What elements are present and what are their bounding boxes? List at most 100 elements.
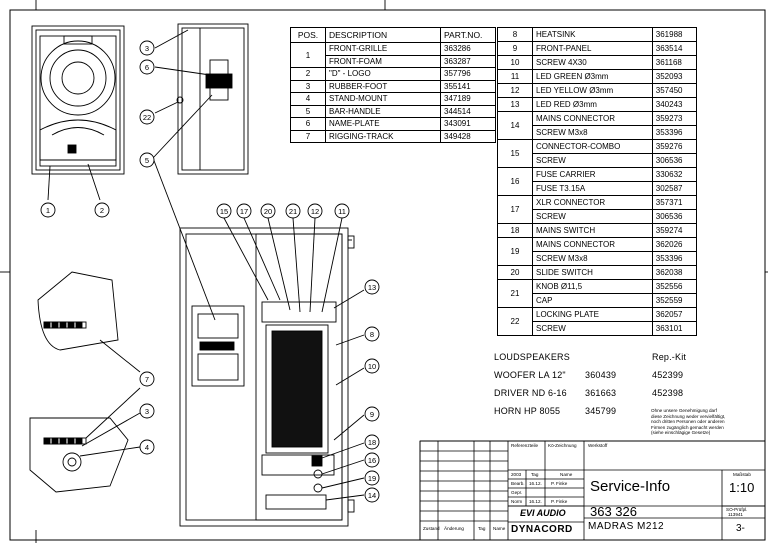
part-number: 340243	[651, 97, 698, 112]
signature-role: Norm	[511, 499, 523, 504]
part-number: 363286	[440, 42, 496, 56]
revision-footer-label: Änderung	[444, 526, 464, 531]
part-number: 349428	[440, 129, 496, 143]
callout-2: 2	[100, 206, 104, 215]
revision-footer-label: Tag	[478, 526, 486, 531]
part-description: MAINS SWITCH	[532, 223, 653, 238]
part-description: CAP	[532, 293, 653, 308]
part-number: 362057	[651, 307, 698, 322]
callout-21: 21	[289, 207, 297, 216]
sheet-number: 3-	[736, 523, 745, 534]
part-description: FUSE T3.15A	[532, 181, 653, 196]
part-number: 353396	[651, 125, 698, 140]
callout-15: 15	[220, 207, 228, 216]
callout-7: 7	[145, 375, 149, 384]
part-number: 357796	[440, 67, 496, 81]
revision-footer-label: Zustand	[423, 526, 440, 531]
loudspeaker-part-number: 345799	[585, 406, 617, 416]
part-description: KNOB Ø11,5	[532, 279, 653, 294]
part-number: 330632	[651, 167, 698, 182]
part-pos: 19	[497, 237, 533, 266]
part-pos: 1	[290, 42, 326, 68]
part-description: BAR-HANDLE	[325, 104, 441, 118]
part-number: 357371	[651, 195, 698, 210]
part-number: 302587	[651, 181, 698, 196]
part-pos: 16	[497, 167, 533, 196]
part-number: 355141	[440, 79, 496, 93]
part-pos: 15	[497, 139, 533, 168]
part-description: SCREW	[532, 321, 653, 336]
callout-18: 18	[368, 438, 376, 447]
callout-9: 9	[370, 410, 374, 419]
part-description: MAINS CONNECTOR	[532, 237, 653, 252]
callout-10: 10	[368, 362, 376, 371]
scale-value: 1:10	[729, 480, 755, 495]
callout-20: 20	[264, 207, 272, 216]
part-pos: 10	[497, 55, 533, 70]
part-description: "D" - LOGO	[325, 67, 441, 81]
part-number: 363101	[651, 321, 698, 336]
part-pos: 12	[497, 83, 533, 98]
part-number: 357450	[651, 83, 698, 98]
part-number: 352559	[651, 293, 698, 308]
part-description: LED RED Ø3mm	[532, 97, 653, 112]
document-title: Service-Info	[590, 478, 671, 495]
part-description: NAME-PLATE	[325, 117, 441, 131]
copyright-note-line: noch dritten Personen oder anderen	[651, 419, 725, 425]
part-pos: 14	[497, 111, 533, 140]
part-pos: 20	[497, 265, 533, 280]
loudspeaker-part-number: 360439	[585, 370, 617, 380]
copyright-note-line: Firmen zugänglich gemacht werden	[651, 424, 724, 430]
part-description: RUBBER-FOOT	[325, 79, 441, 93]
copyright-note-line: (siehe einschlägige Gesetze)	[651, 430, 711, 436]
part-description: SCREW 4X30	[532, 55, 653, 70]
part-pos: 4	[290, 92, 326, 106]
part-description: FUSE CARRIER	[532, 167, 653, 182]
part-number: 361988	[651, 27, 698, 42]
desc-header: DESCRIPTION	[325, 27, 441, 43]
part-number: 353396	[651, 251, 698, 266]
loudspeaker-rep-kit: 452399	[652, 370, 684, 380]
part-number: 359276	[651, 139, 698, 154]
part-number: 363287	[440, 54, 496, 68]
part-description: LED YELLOW Ø3mm	[532, 83, 653, 98]
sheet-box-label: SO-Prüfpl.	[726, 507, 748, 512]
revision-footer-label: Name	[493, 526, 506, 531]
callout-3: 3	[145, 44, 149, 53]
part-number: 362038	[651, 265, 698, 280]
part-pos: 8	[497, 27, 533, 42]
signature-name: P. Finke	[551, 499, 568, 504]
signature-date: 16.12.	[529, 481, 542, 486]
part-number: 344514	[440, 104, 496, 118]
part-description: SCREW M3x8	[532, 251, 653, 266]
callout-12: 12	[311, 207, 319, 216]
loudspeaker-part-number: 361663	[585, 388, 617, 398]
callout-5: 5	[145, 156, 149, 165]
col-name-label: Name	[560, 472, 573, 477]
part-number: 363514	[651, 41, 698, 56]
callout-16: 16	[368, 456, 376, 465]
part-description: SCREW	[532, 153, 653, 168]
part-number: 352093	[651, 69, 698, 84]
copyright-note-line: diese Zeichnung weder vervielfältigt,	[651, 413, 726, 419]
